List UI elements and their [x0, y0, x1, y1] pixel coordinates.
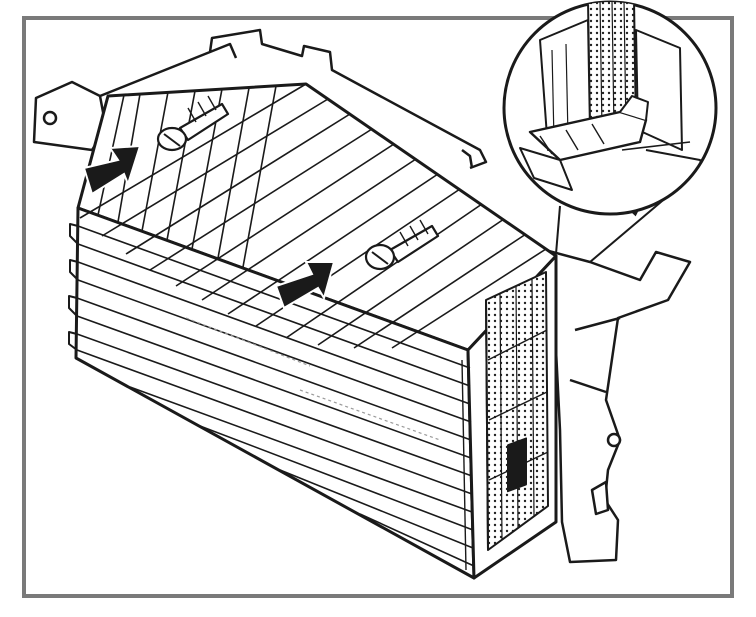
bracket-hole-right	[606, 432, 622, 448]
amplifier-module	[68, 82, 558, 580]
screw-lower	[364, 219, 440, 271]
fin-end-notches	[68, 223, 79, 351]
arrow-left-insert	[82, 144, 142, 196]
detail-callout	[502, 0, 718, 263]
arrow-center-slide	[274, 261, 336, 310]
bracket-hole-left	[42, 110, 58, 126]
cooling-fins-front	[76, 225, 475, 567]
bracket-slot	[590, 480, 610, 516]
mounting-bracket	[32, 28, 692, 564]
bracket-top-flange	[99, 28, 488, 170]
screw-upper	[156, 95, 230, 152]
connector-block	[485, 271, 549, 551]
